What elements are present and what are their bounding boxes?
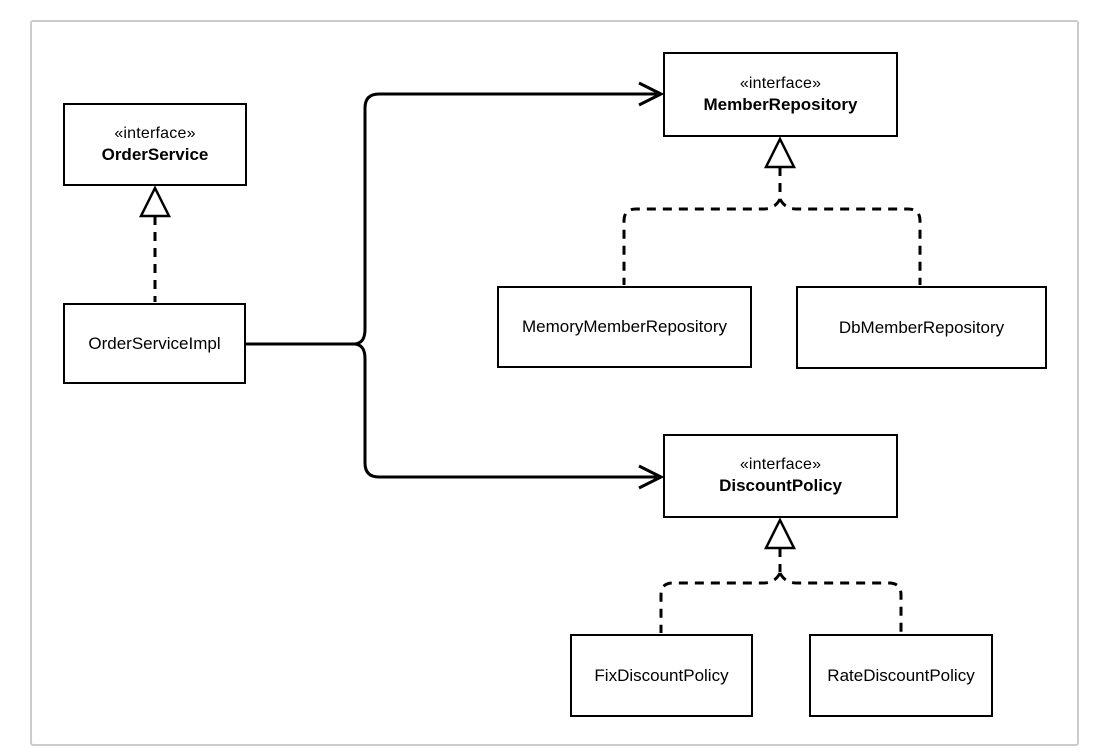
class-box-db-member-repository: DbMemberRepository [796,286,1047,369]
class-name: RateDiscountPolicy [827,665,975,685]
hollow-triangle-arrowhead-icon [763,517,797,550]
class-name: DiscountPolicy [719,476,842,496]
realization-edge-orderserviceimpl-orderservice [138,185,172,302]
class-box-rate-discount-policy: RateDiscountPolicy [809,634,993,717]
class-name: DbMemberRepository [838,317,1005,337]
class-name: OrderServiceImpl [88,333,221,353]
class-box-order-service-impl: OrderServiceImpl [63,303,246,384]
class-name: FixDiscountPolicy [594,665,729,685]
class-box-fix-discount-policy: FixDiscountPolicy [570,634,753,717]
open-arrowhead-icon [638,81,665,107]
class-name: OrderService [101,144,209,164]
class-box-order-service: «interface» OrderService [63,103,247,186]
realization-edges-repositories-memberrepository [622,136,922,285]
open-arrowhead-icon [638,464,665,490]
class-box-member-repository: «interface» MemberRepository [663,52,898,137]
hollow-triangle-arrowhead-icon [138,185,172,218]
stereotype-label: «interface» [739,456,822,474]
class-box-discount-policy: «interface» DiscountPolicy [663,434,898,518]
class-name: MemoryMemberRepository [522,317,727,337]
class-box-memory-member-repository: MemoryMemberRepository [497,286,752,368]
dependency-edge-orderserviceimpl-discountpolicy [354,342,665,490]
hollow-triangle-arrowhead-icon [763,136,797,169]
stereotype-label: «interface» [114,124,196,142]
dependency-edge-orderserviceimpl-memberrepository [246,81,665,346]
class-name: MemberRepository [703,94,858,114]
realization-edges-policies-discountpolicy [659,517,903,633]
stereotype-label: «interface» [739,74,822,92]
